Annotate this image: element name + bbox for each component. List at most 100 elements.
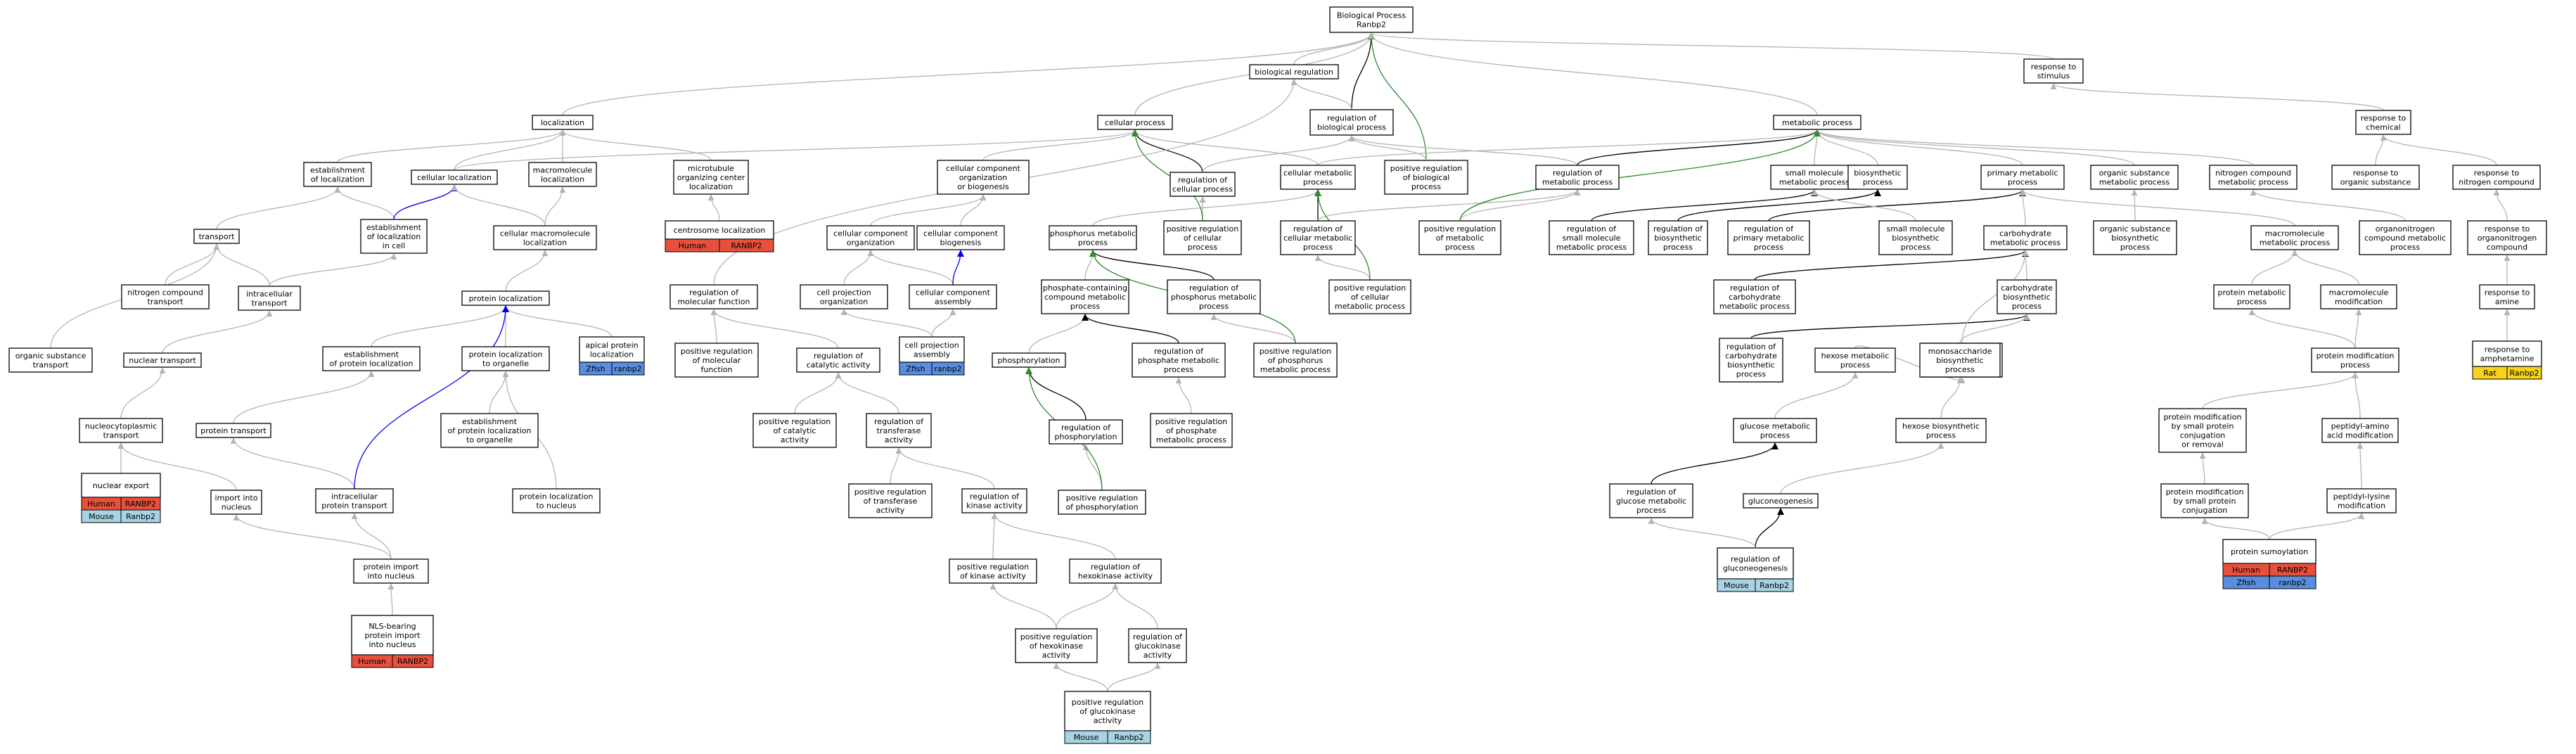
- go-term-box: [2160, 483, 2249, 518]
- go-term-label: conjugation: [2182, 506, 2228, 515]
- go-term-label: nitrogen compound: [2459, 178, 2535, 187]
- go-term-box: [866, 413, 932, 448]
- go-term-label: of phosphate: [1166, 426, 1217, 435]
- edge-protein-modification-process-to-protein-metabolic: [2248, 309, 2356, 349]
- edge-reg-biosynthetic-to-biosynthetic-process: [1677, 189, 1881, 222]
- go-term-box: [2326, 488, 2397, 513]
- go-term-label: activity: [1042, 651, 1071, 660]
- go-term-label: cellular component: [916, 288, 991, 298]
- go-term-box: [1717, 547, 1794, 580]
- go-term-box: [123, 352, 202, 368]
- go-term-label: response to: [2031, 63, 2077, 72]
- edge-est-protein-localization-to-organelle-to-protein-localization-to-organelle: [489, 371, 509, 414]
- go-term-cellular-process: cellular process: [1097, 115, 1173, 130]
- edge-biosynthetic-process-to-metabolic-process: [1814, 129, 1878, 166]
- go-term-label: process: [1754, 243, 1784, 252]
- go-term-label: protein sumoylation: [2231, 547, 2308, 556]
- go-term-label: metabolic process: [1782, 118, 1852, 127]
- go-term-label: regulation of: [1178, 176, 1228, 185]
- go-term-label: organization: [820, 298, 868, 307]
- go-term-box: [1253, 343, 1338, 378]
- go-term-box: [1983, 225, 2068, 250]
- go-term-label: catalytic activity: [807, 361, 871, 370]
- edge-reg-biological-process-to-bp: [1351, 32, 1375, 110]
- go-term-label: process: [1840, 361, 1871, 370]
- go-term-label: primary metabolic: [1987, 169, 2058, 178]
- go-term-label: phosphate metabolic: [1138, 356, 1219, 365]
- go-term-box: [949, 558, 1037, 584]
- go-term-label: assembly: [935, 298, 972, 307]
- gene-symbol: ranbp2: [2279, 578, 2306, 587]
- go-term-label: compound metabolic: [1044, 293, 1126, 302]
- go-term-label: by small protein: [2174, 497, 2236, 506]
- go-term-box: [1049, 225, 1137, 250]
- go-term-box: [2359, 220, 2452, 255]
- edge-cc-org-biogenesis-to-cellular-process: [982, 129, 1139, 161]
- edge-pos-reg-phosphorylation-to-reg-phosphorylation: [1082, 444, 1103, 491]
- edge-glucose-metabolic-to-hexose-metabolic: [1774, 372, 1859, 419]
- go-term-label: protein transport: [200, 426, 267, 435]
- go-term-box: [2331, 165, 2420, 190]
- go-term-label: metabolic process: [1335, 302, 1405, 311]
- go-term-box: [2209, 165, 2298, 190]
- go-term-label: process: [1945, 365, 1975, 374]
- go-term-label: positive regulation: [1334, 283, 1406, 293]
- edge-reg-primary-metabolic-to-primary-metabolic: [1768, 189, 2026, 222]
- edge-phosphorus-metabolic-to-cellular-metabolic-process: [1092, 189, 1321, 226]
- edge-nls-bearing-protein-import-to-protein-import-into-nucleus: [387, 583, 395, 616]
- go-term-label: process: [1303, 243, 1333, 252]
- go-term-box: [909, 284, 997, 309]
- go-term-label: nitrogen compound: [2215, 169, 2291, 178]
- go-term-label: of biological: [1403, 173, 1450, 182]
- go-term-label: primary metabolic: [1734, 234, 1805, 243]
- go-term-label: metabolic process: [2099, 178, 2170, 187]
- go-term-label: intracellular: [331, 492, 378, 501]
- edge-cellular-localization-to-localization: [454, 129, 566, 171]
- go-term-protein-localization: protein localization: [461, 290, 550, 306]
- go-term-box: [121, 284, 210, 309]
- go-term-label: modification: [2335, 298, 2383, 307]
- go-term-label: establishment: [344, 350, 399, 359]
- go-term-biological-regulation: biological regulation: [1249, 64, 1339, 79]
- go-term-label: biological process: [1317, 123, 1386, 132]
- go-term-gluconeogenesis: gluconeogenesis: [1743, 493, 1819, 509]
- go-term-label: hexose metabolic: [1821, 352, 1890, 361]
- gene-symbol: Ranbp2: [2509, 369, 2539, 378]
- go-term-label: transport: [252, 299, 288, 308]
- go-term-label: molecular function: [677, 298, 750, 307]
- go-term-label: regulation of: [1154, 347, 1204, 356]
- go-term-label: regulation of: [814, 352, 864, 361]
- go-term-box: [848, 483, 933, 518]
- go-term-box: [1847, 165, 1908, 190]
- go-term-box: [1069, 558, 1162, 584]
- go-term-label: metabolic process: [2218, 178, 2288, 187]
- edge-protein-mod-small-conjugation-removal-to-protein-modification-process: [2202, 372, 2359, 409]
- edge-reg-glucose-metabolic-to-glucose-metabolic: [1651, 442, 1779, 485]
- gene-symbol: RANBP2: [731, 241, 762, 250]
- go-term-label: localization: [689, 182, 733, 191]
- edge-reg-phosphorus-metabolic-to-phosphorus-metabolic: [1089, 250, 1215, 281]
